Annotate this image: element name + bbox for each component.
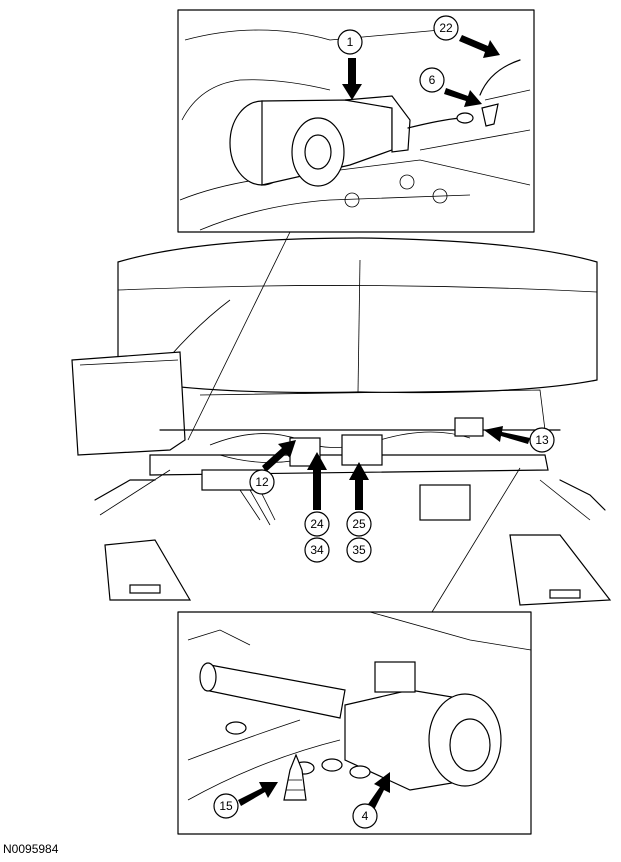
- arrow-6: [444, 88, 482, 107]
- seat-cushion: [117, 237, 598, 394]
- svg-text:13: 13: [535, 433, 549, 447]
- callout-22: 22: [433, 15, 459, 41]
- callout-25: 25: [346, 511, 372, 537]
- arrow-4: [364, 772, 390, 814]
- leader-top: [187, 231, 291, 441]
- callout-34: 34: [304, 537, 330, 563]
- callout-13: 13: [529, 427, 555, 453]
- svg-text:4: 4: [362, 809, 369, 823]
- leader-bottom: [431, 467, 521, 613]
- arrow-1: [342, 58, 362, 100]
- side-shield: [71, 351, 186, 456]
- svg-text:15: 15: [219, 799, 233, 813]
- callout-4: 4: [352, 803, 378, 829]
- svg-text:6: 6: [429, 73, 436, 87]
- seat-assembly: [71, 231, 612, 613]
- callout-35: 35: [346, 537, 372, 563]
- callout-1: 1: [337, 29, 363, 55]
- bottom-inset-frame: [177, 611, 532, 835]
- callout-15: 15: [213, 793, 239, 819]
- front-right-leg: [509, 534, 612, 606]
- top-detail-inset: [177, 9, 535, 233]
- arrow-22: [459, 35, 500, 58]
- svg-text:1: 1: [347, 35, 354, 49]
- bottom-detail-inset: [177, 611, 532, 835]
- arrow-24-34: [307, 452, 327, 510]
- svg-text:22: 22: [439, 21, 453, 35]
- svg-text:12: 12: [255, 475, 269, 489]
- callout-24: 24: [304, 511, 330, 537]
- svg-text:34: 34: [310, 543, 324, 557]
- bottom-connector: [344, 661, 502, 791]
- arrow-25-35: [349, 462, 369, 510]
- svg-text:24: 24: [310, 517, 324, 531]
- front-left-leg: [104, 539, 192, 601]
- top-inset-frame: [177, 9, 535, 233]
- callout-6: 6: [419, 67, 445, 93]
- arrow-12: [262, 440, 296, 472]
- top-connector: [229, 95, 411, 187]
- arrow-15: [238, 782, 278, 806]
- svg-text:35: 35: [352, 543, 366, 557]
- callout-12: 12: [249, 469, 275, 495]
- figure-id: N0095984: [3, 842, 59, 856]
- arrow-13: [484, 426, 530, 444]
- svg-text:25: 25: [352, 517, 366, 531]
